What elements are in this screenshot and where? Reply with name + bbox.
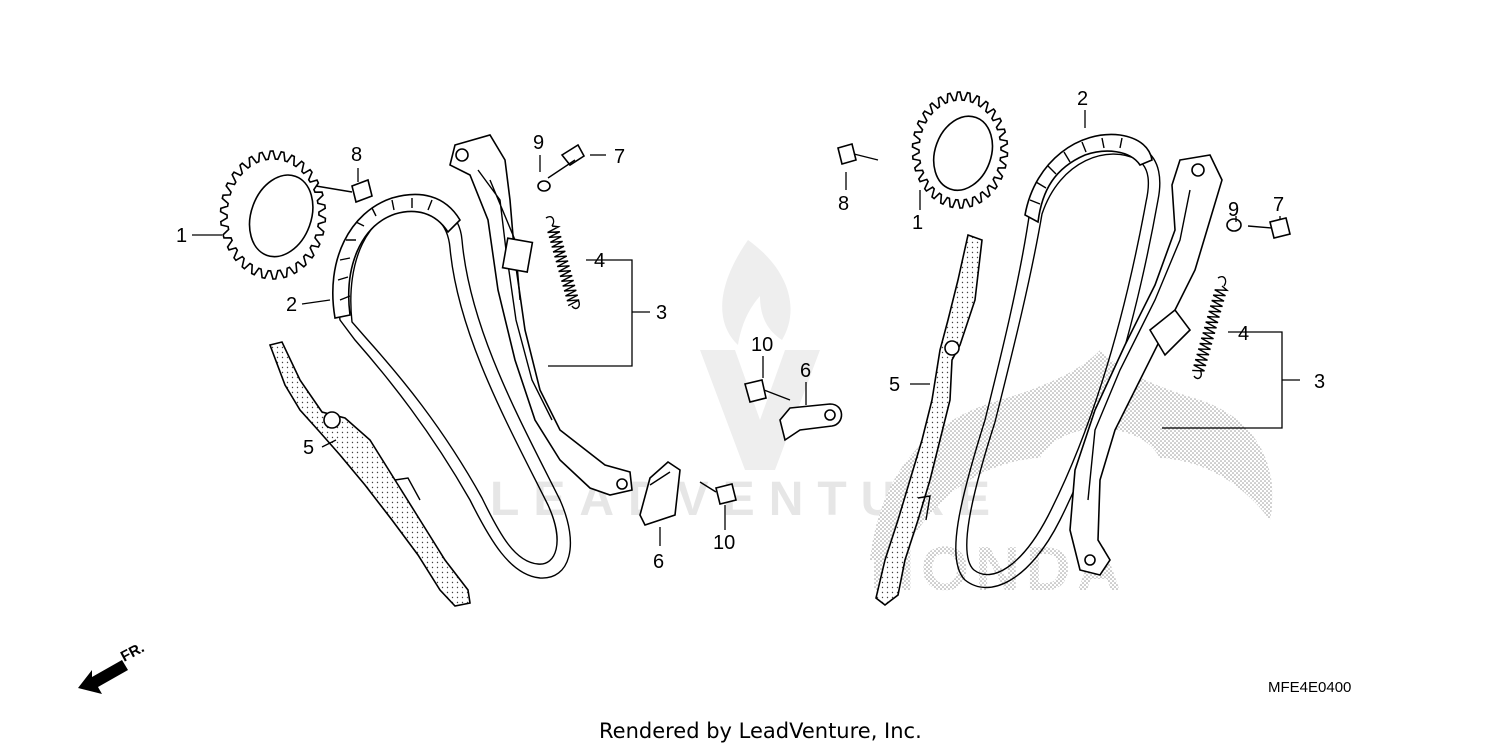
callout-6-center: 6 — [800, 360, 811, 382]
callout-leaders-left — [192, 154, 807, 546]
callout-2-right: 2 — [1077, 88, 1088, 110]
washer-9-left — [537, 180, 551, 192]
diagram-code: MFE4E0400 — [1268, 679, 1351, 696]
callout-6-lower: 6 — [653, 551, 664, 573]
cam-chain-right — [955, 133, 1161, 589]
callout-9-right: 9 — [1228, 199, 1239, 221]
tensioner-arm-left — [449, 134, 633, 496]
callout-3-left: 3 — [656, 302, 667, 324]
callout-7-left: 7 — [614, 146, 625, 168]
bolt-10-center — [744, 379, 791, 403]
callout-3-right: 3 — [1314, 371, 1325, 393]
callout-10-center: 10 — [751, 334, 773, 356]
callout-leaders-right — [845, 110, 1300, 429]
chain-guide-right — [875, 233, 983, 607]
callout-5-left: 5 — [303, 437, 314, 459]
bolt-7-right — [1247, 217, 1291, 239]
chain-guide-left — [268, 341, 471, 607]
front-arrow: FR. — [78, 639, 147, 694]
callout-8-left: 8 — [351, 144, 362, 166]
bolt-7-left — [547, 143, 586, 179]
callout-8-right: 8 — [838, 193, 849, 215]
callout-7-right: 7 — [1273, 194, 1284, 216]
cam-sprocket-left — [219, 150, 327, 280]
bracket-center — [779, 403, 843, 442]
callout-10-lower: 10 — [713, 532, 735, 554]
callout-4-right: 4 — [1238, 323, 1249, 345]
callout-2-left: 2 — [286, 294, 297, 316]
callout-9-left: 9 — [533, 132, 544, 154]
cam-chain-left — [332, 193, 572, 579]
tensioner-spring-right — [1192, 276, 1229, 380]
tensioner-arm-right — [1069, 154, 1223, 576]
callout-1-left: 1 — [176, 225, 187, 247]
callout-5-right: 5 — [889, 374, 900, 396]
bracket-lower-left — [639, 460, 681, 526]
callouts-right: 1 2 3 4 5 7 8 9 — [838, 88, 1325, 396]
callout-1-right: 1 — [912, 212, 923, 234]
callout-4-left: 4 — [594, 250, 605, 272]
callouts-left: 1 2 3 4 5 6 6 7 8 9 10 10 — [176, 132, 811, 573]
footer-credit: Rendered by LeadVenture, Inc. — [599, 719, 922, 743]
bolt-8-right — [837, 143, 879, 165]
washer-9-right — [1226, 218, 1242, 232]
cam-sprocket-right — [911, 91, 1009, 209]
bolt-10-lower — [699, 481, 737, 505]
bolt-8-left — [315, 178, 373, 204]
tensioner-spring-left — [545, 216, 581, 310]
